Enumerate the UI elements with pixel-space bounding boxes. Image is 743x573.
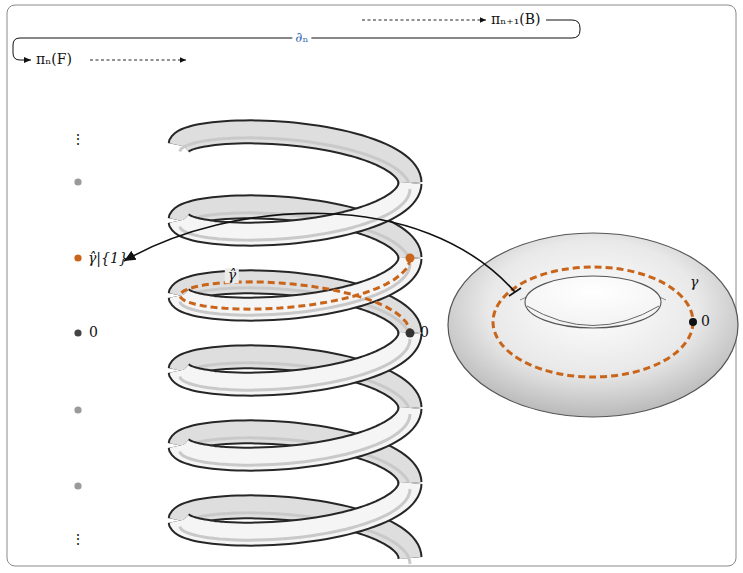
coil-tube — [180, 333, 410, 384]
path-label: γ̂ — [225, 268, 239, 283]
dashed-arrow — [362, 20, 486, 21]
fiber-point — [74, 329, 81, 336]
endpoint-dot — [406, 254, 415, 263]
fiber-point — [74, 482, 81, 489]
group-label: πₙ₊₁(B) — [491, 12, 540, 27]
helix-illustration — [180, 132, 415, 564]
basepoint-label: 0 — [89, 325, 98, 340]
ellipsis: ⋮ — [71, 532, 85, 547]
coil-shading — [180, 189, 410, 240]
endpoint-label: γ̂|{1} — [88, 251, 128, 266]
basepoint-label: 0 — [701, 314, 710, 329]
coil-tube — [180, 408, 410, 459]
lifted-path — [180, 258, 410, 333]
coil-tube — [180, 183, 410, 234]
frame — [7, 5, 736, 566]
coil-outline — [180, 483, 410, 534]
basepoint-label: 0 — [420, 325, 429, 340]
coil-outline — [180, 183, 410, 234]
coil-shading — [180, 339, 410, 390]
fiber-point — [74, 178, 81, 185]
maps-to-tick — [509, 288, 521, 296]
boundary-map-label: ∂ₙ — [292, 30, 311, 45]
maps-to-arrow — [124, 213, 515, 292]
basepoint-dot — [406, 329, 415, 338]
coil-outline — [180, 333, 410, 384]
coil-shading — [180, 489, 410, 540]
coil-shading — [180, 138, 410, 189]
coil-shading — [180, 414, 410, 465]
ellipsis: ⋮ — [71, 132, 85, 147]
torus-illustration — [448, 233, 738, 417]
loop-label: γ — [690, 275, 698, 290]
fiber-point — [74, 406, 81, 413]
coil-outline — [180, 408, 410, 459]
dashed-arrow — [90, 60, 186, 61]
fiber-point — [74, 254, 81, 261]
coil-tube — [180, 483, 410, 534]
group-label: πₙ(F) — [36, 52, 72, 67]
